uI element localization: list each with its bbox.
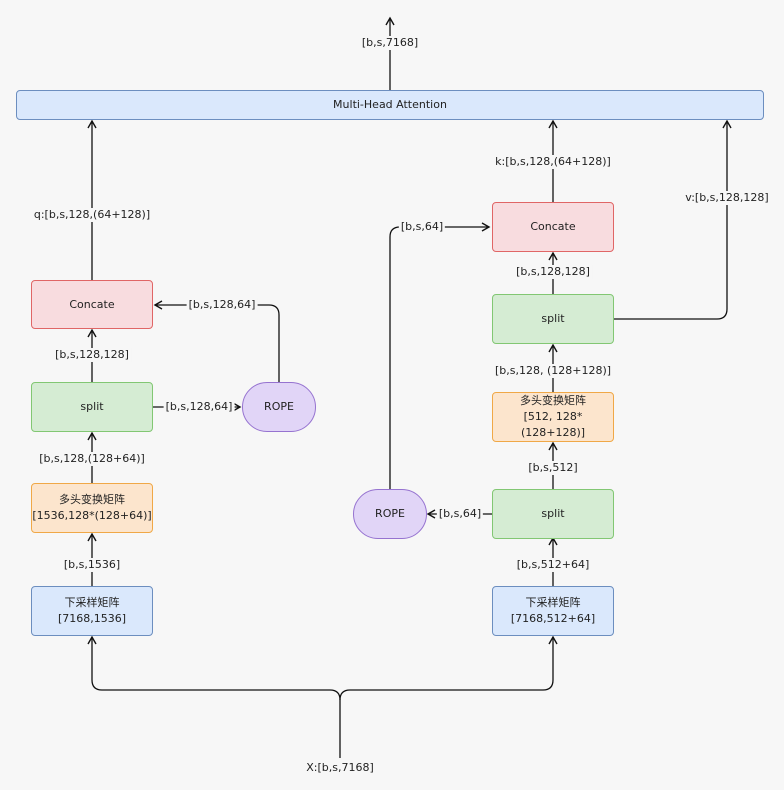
left-downsample-matrix-block: 下采样矩阵[7168,1536] <box>31 586 153 636</box>
left-down-out-label: [b,s,1536] <box>61 558 123 572</box>
left-concate-label: Concate <box>69 297 115 311</box>
right-down-out-label: [b,s,512+64] <box>514 558 592 572</box>
right-rope-block: ROPE <box>353 489 427 539</box>
right-split-bottom-label: split <box>541 507 565 520</box>
left-multihead-matrix-title: 多头变换矩阵 <box>59 493 125 506</box>
right-multihead-matrix-shape: [512, 128*(128+128)] <box>520 410 586 439</box>
left-multihead-matrix-block: 多头变换矩阵 [1536,128*(128+64)] <box>31 483 153 533</box>
arrow-right-v <box>614 119 732 320</box>
right-concate-block: Concate <box>492 202 614 252</box>
arrow-left-rope-to-concate <box>153 300 280 382</box>
arrow-input-right <box>339 635 558 701</box>
left-split-out-label: [b,s,128,128] <box>53 348 131 362</box>
left-split-to-rope-label: [b,s,128,64] <box>163 400 235 414</box>
left-split-block: split <box>31 382 153 432</box>
left-upmat-out-label: [b,s,128,(128+64)] <box>37 452 147 466</box>
right-split-bottom-block: split <box>492 489 614 539</box>
output-shape-label: [b,s,7168] <box>359 36 421 50</box>
left-rope-out-label: [b,s,128,64] <box>186 298 258 312</box>
right-split-bottom-out-label: [b,s,512] <box>526 461 580 475</box>
right-to-rope-label: [b,s,64] <box>436 507 484 521</box>
input-shape-label: X:[b,s,7168] <box>304 761 376 775</box>
right-multihead-matrix-title: 多头变换矩阵 <box>520 394 586 407</box>
right-split-top-out-label: [b,s,128,128] <box>514 265 592 279</box>
right-multihead-matrix-block: 多头变换矩阵 [512, 128*(128+128)] <box>492 392 614 442</box>
right-downsample-matrix-block: 下采样矩阵 [7168,512+64] <box>492 586 614 636</box>
left-rope-block: ROPE <box>242 382 316 432</box>
left-split-label: split <box>80 400 104 413</box>
multi-head-attention-block: Multi-Head Attention <box>16 90 764 120</box>
q-shape-label: q:[b,s,128,(64+128)] <box>31 208 153 222</box>
right-split-top-block: split <box>492 294 614 344</box>
arrow-right-rope-to-concate <box>389 222 491 489</box>
right-split-top-label: split <box>541 312 565 325</box>
right-downsample-matrix-title: 下采样矩阵 <box>525 596 581 609</box>
right-rope-label: ROPE <box>375 507 405 520</box>
left-downsample-matrix-label: 下采样矩阵[7168,1536] <box>57 596 127 625</box>
arrow-input-left <box>87 635 341 758</box>
right-concate-label: Concate <box>530 220 576 233</box>
left-multihead-matrix-shape: [1536,128*(128+64)] <box>32 509 152 522</box>
left-concate-block: Concate <box>31 280 153 329</box>
k-shape-label: k:[b,s,128,(64+128)] <box>493 155 613 169</box>
right-downsample-matrix-shape: [7168,512+64] <box>510 612 596 625</box>
right-upmat-out-label: [b,s,128, (128+128)] <box>492 364 614 378</box>
right-rope-out-label: [b,s,64] <box>398 220 446 234</box>
v-shape-label: v:[b,s,128,128] <box>683 191 771 205</box>
left-rope-label: ROPE <box>264 400 294 413</box>
multi-head-attention-label: Multi-Head Attention <box>333 98 447 111</box>
